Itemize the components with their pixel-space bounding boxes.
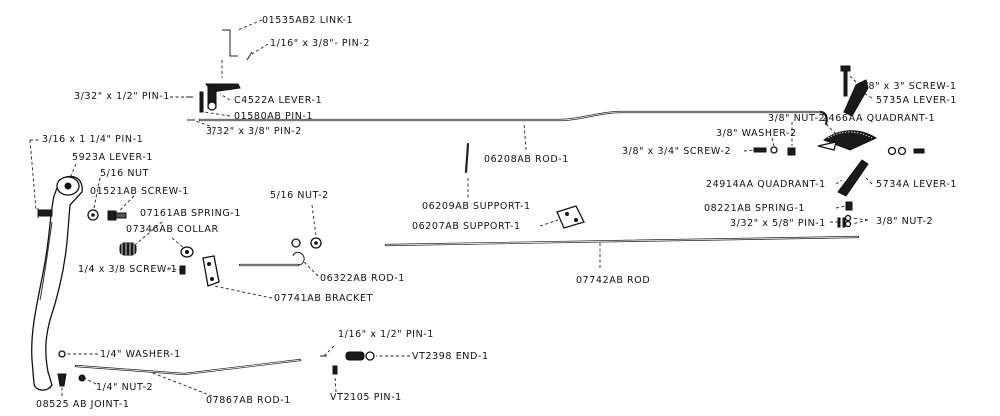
label-nut-3-8-top: 3/8" NUT-2 [768,113,825,124]
label-bracket-07741ab: 07741AB BRACKET [274,293,373,304]
rod-06208ab-icon [198,110,828,126]
label-lever-5734a: 5734A LEVER-1 [876,179,957,190]
washers-right-icon [887,146,925,156]
label-quadrant-24914aa: 24914AA QUADRANT-1 [706,179,826,190]
quadrant-2466aa-icon [817,130,878,151]
lever-5735a-icon [843,79,869,117]
label-washer-1-4: 1/4" WASHER-1 [100,349,181,360]
label-pin-vt2105: VT2105 PIN-1 [330,392,402,403]
label-washer-3-8: 3/8" WASHER-2 [716,128,797,139]
screw-01521ab-icon [107,210,127,221]
label-lever-c4522a: C4522A LEVER-1 [234,95,322,106]
spring-08221ab-icon [845,201,853,211]
label-collar-07346ab: 07346AB COLLAR [126,224,219,235]
label-screw-1-4-x-3-8: 1/4 x 3/8 SCREW-1 [78,264,177,275]
pin-3-16-icon [37,208,53,218]
nut-3-8-right-icon [844,214,852,228]
label-pin-3-32-x-5-8: 3/32" x 5/8" PIN-1 [730,218,826,229]
pin-3-32-x-5-8-icon [837,217,846,228]
label-quadrant-2466aa: 2466AA QUADRANT-1 [822,113,935,124]
washer-1-4-icon [58,350,66,358]
label-end-vt2398: VT2398 END-1 [412,351,489,362]
nut-5-16-icon [87,209,99,221]
joint-08525ab-icon [57,373,67,387]
label-rod-07867ab: 07867AB ROD-1 [206,395,291,406]
washer-3-8-icon [770,146,778,154]
lever-c4522a-icon [205,83,241,111]
label-lever-5923a: 5923A LEVER-1 [72,152,153,163]
rod-07867ab-icon [74,358,302,376]
nut-3-8-top-icon [787,147,796,156]
label-pin-3-32-x-1-2: 3/32" x 1/2" PIN-1 [74,91,170,102]
label-screw-3-8-x-3-4: 3/8" x 3/4" SCREW-2 [622,146,731,157]
lever-5734a-icon [837,159,869,197]
bracket-07741ab-icon [202,255,220,287]
rod-07742ab-icon [384,235,860,247]
label-nut-5-16: 5/16 NUT [100,168,149,179]
spring-07161ab-icon [119,242,137,256]
pin-vt2105-icon [332,365,338,375]
label-rod-06322ab: 06322AB ROD-1 [320,273,405,284]
label-nut-3-8-right: 3/8" NUT-2 [876,216,933,227]
label-rod-07742ab: 07742AB ROD [576,275,650,286]
pin-01580ab-icon [199,91,204,113]
nut-5-16-2-icon [291,237,322,249]
label-spring-08221ab: 08221AB SPRING-1 [704,203,805,214]
label-nut-5-16-2: 5/16 NUT-2 [270,190,329,201]
label-pin-1-16-x-3-8: 1/16" x 3/8"- PIN-2 [270,38,370,49]
rod-06322ab-icon [238,251,305,267]
link-01535ab2-icon [222,29,238,57]
label-lever-5735a: 5735A LEVER-1 [876,95,957,106]
leader-lines [29,19,873,397]
label-screw-01521ab: 01521AB SCREW-1 [90,186,189,197]
label-joint-08525ab: 08525 AB JOINT-1 [36,399,129,410]
label-support-06209ab: 06209AB SUPPORT-1 [422,201,531,212]
collar-07346ab-icon [180,246,194,258]
screw-3-8-x-3-icon [840,65,851,97]
label-nut-1-4-2: 1/4" NUT-2 [96,382,153,393]
screw-1-4-icon [179,265,186,275]
support-06207ab-icon [556,205,585,229]
lever-5923a-icon [31,175,83,391]
part-labels: 01535AB2 LINK-1 1/16" x 3/8"- PIN-2 3/32… [36,15,957,410]
pin-3-32-icon [186,96,195,121]
label-pin-1-16-x-1-2: 1/16" x 1/2" PIN-1 [338,329,434,340]
end-vt2398-icon [345,351,375,361]
label-rod-06208ab: 06208AB ROD-1 [484,154,569,165]
label-pin-01580ab: 01580AB PIN-1 [234,111,313,122]
label-link-01535ab2: 01535AB2 LINK-1 [262,15,353,26]
label-spring-07161ab: 07161AB SPRING-1 [140,208,241,219]
label-pin-3-16-x-1-1-4: 3/16 x 1 1/4" PIN-1 [42,134,143,145]
label-screw-3-8-x-3: 3/8" x 3" SCREW-1 [858,81,957,92]
label-support-06207ab: 06207AB SUPPORT-1 [412,221,521,232]
support-06209ab-icon [464,142,470,174]
label-pin-3-32-x-3-8: 3/32" x 3/8" PIN-2 [206,126,302,137]
pin-1-16-icon [246,51,253,61]
screw-3-8-x-3-4-icon [753,147,767,153]
